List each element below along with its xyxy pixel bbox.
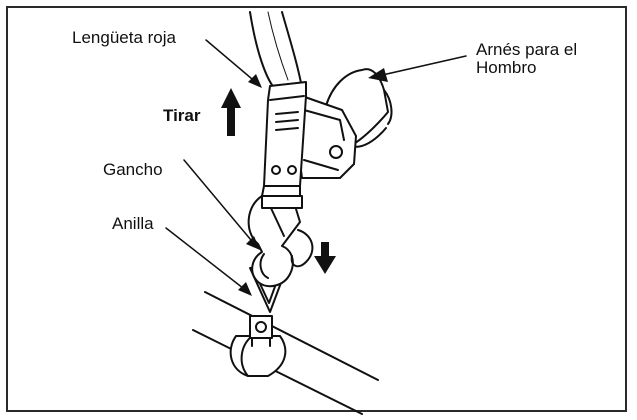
shaft-clamp bbox=[229, 315, 287, 377]
diagram-frame bbox=[6, 6, 627, 412]
label-ring: Anilla bbox=[112, 214, 154, 233]
leader-shoulder-harness bbox=[368, 55, 467, 82]
label-pull: Tirar bbox=[163, 106, 201, 125]
leader-red-tab bbox=[205, 39, 259, 85]
snap-hook bbox=[247, 195, 314, 288]
label-hook: Gancho bbox=[103, 160, 163, 179]
label-shoulder-harness-line2: Hombro bbox=[476, 58, 537, 77]
leader-hook bbox=[183, 159, 257, 247]
shaft bbox=[192, 291, 379, 415]
arrow-down-icon bbox=[314, 242, 336, 274]
red-tab bbox=[261, 81, 307, 209]
arrow-up-icon bbox=[221, 88, 241, 136]
label-shoulder-harness-line1: Arnés para el bbox=[476, 40, 578, 59]
leader-arrowheads bbox=[238, 74, 262, 296]
label-red-tab: Lengüeta roja bbox=[72, 28, 176, 47]
leader-lines bbox=[165, 39, 259, 293]
leader-ring bbox=[165, 227, 249, 293]
